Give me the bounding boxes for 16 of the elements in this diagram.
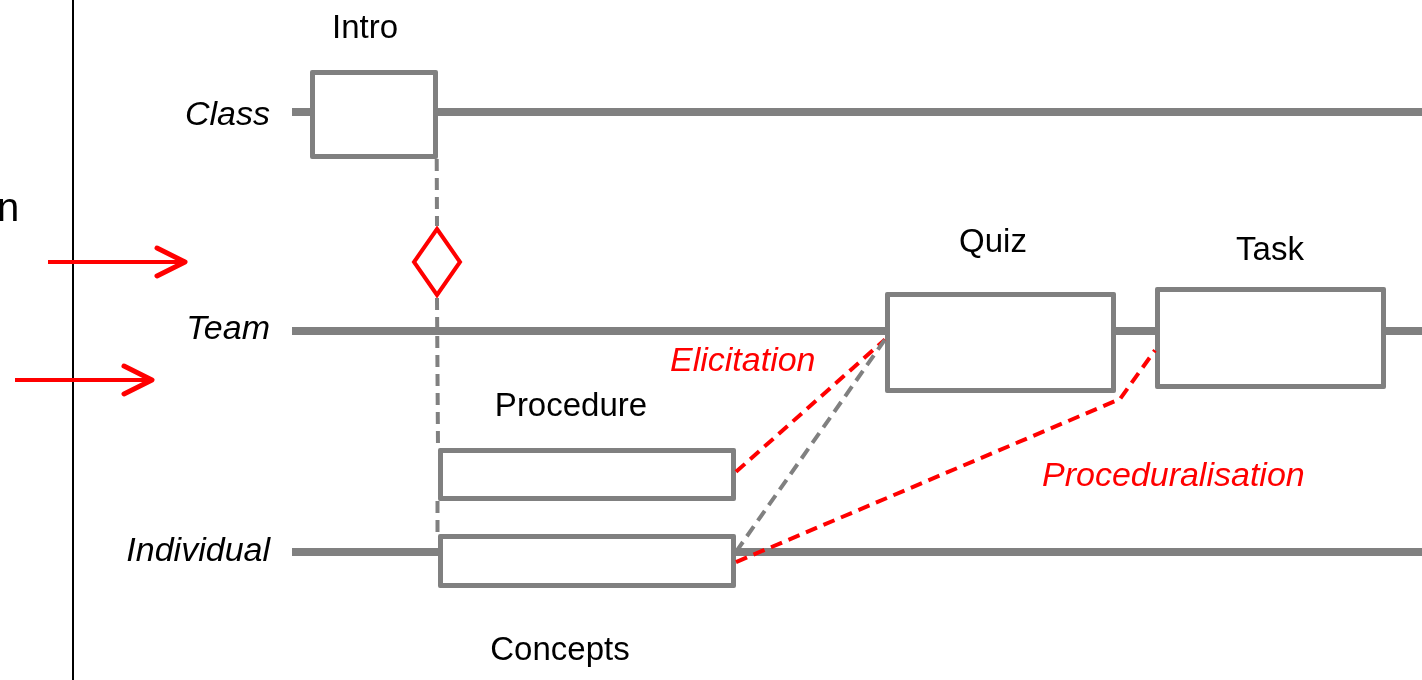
diamond-shape [411,226,463,298]
activity-title: Task [1236,230,1304,268]
activity-title: Procedure [494,386,648,424]
connector-line [435,501,440,534]
lane-label: Individual [126,530,270,569]
activity-title: Concepts [490,630,630,668]
lane-label: Team [186,308,270,347]
edge-label: Proceduralisation [1042,455,1305,494]
connector-line [734,337,887,474]
edge-label: Elicitation [670,340,816,379]
connector-line [434,159,439,226]
activity-title: Intro [332,8,398,46]
connector-line [735,349,1157,564]
activity-title: Quiz [959,222,1027,260]
lane-label: Class [184,94,270,133]
cropped-letter: n [0,185,20,230]
